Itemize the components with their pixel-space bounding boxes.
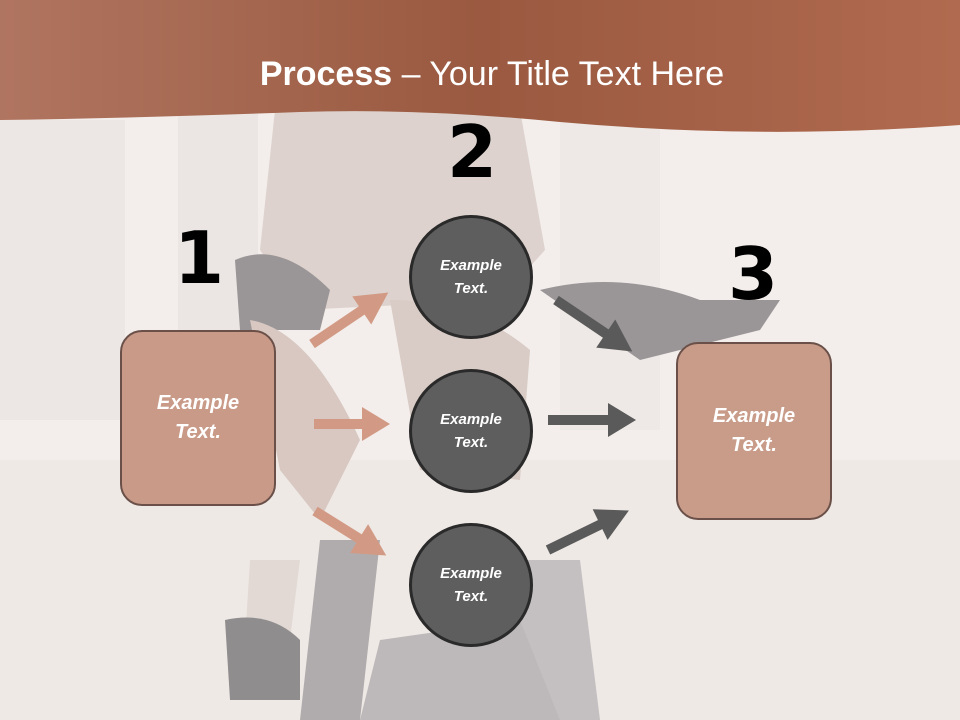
output-box-text: Example Text. — [712, 405, 796, 456]
left-arrows — [309, 292, 390, 556]
slide-title: Process – Your Title Text Here — [0, 52, 960, 96]
arrow-left-mid — [314, 407, 390, 441]
output-box: Example Text. — [676, 342, 832, 520]
process-circle-3: Example Text. — [409, 523, 533, 647]
arrow-right-mid — [548, 403, 636, 437]
input-box-text: Example Text. — [156, 392, 240, 443]
arrow-right-up — [545, 509, 629, 555]
arrow-right-down — [553, 295, 633, 352]
step-number-2: 2 — [446, 110, 498, 194]
step-number-3: 3 — [727, 232, 779, 316]
input-box: Example Text. — [120, 330, 276, 506]
right-arrows — [545, 295, 636, 555]
process-circle-3-text: Example Text. — [440, 565, 502, 605]
arrow-left-up — [309, 292, 389, 349]
process-circle-2-text: Example Text. — [440, 411, 502, 451]
process-circle-1-text: Example Text. — [440, 257, 502, 297]
arrow-left-down — [312, 506, 387, 556]
title-bold: Process — [259, 55, 393, 93]
process-circle-1: Example Text. — [409, 215, 533, 339]
process-circle-2: Example Text. — [409, 369, 533, 493]
title-rest: – Your Title Text Here — [392, 55, 725, 93]
step-number-1: 1 — [173, 216, 225, 300]
